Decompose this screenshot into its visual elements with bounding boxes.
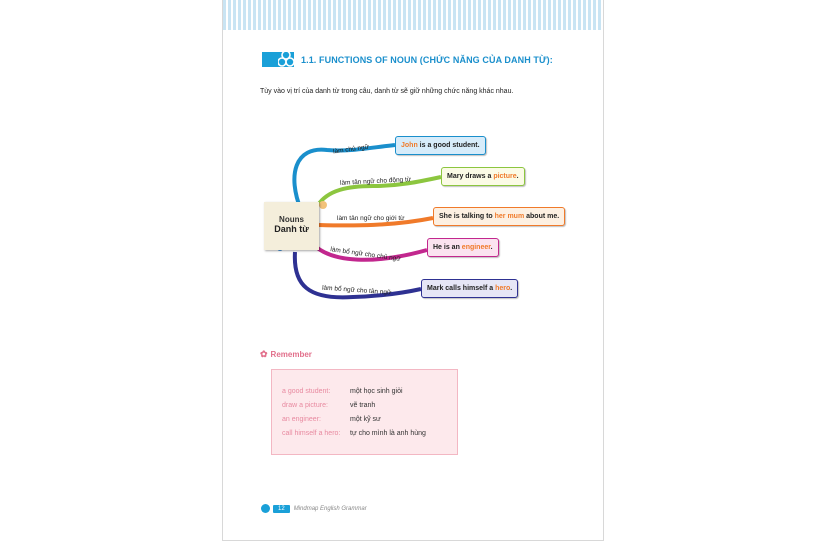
example-text: about me. xyxy=(524,213,560,220)
section-header-icon xyxy=(262,50,294,67)
branch-object-complement xyxy=(292,251,422,300)
remember-box: a good student: một học sinh giỏi draw a … xyxy=(271,369,458,455)
remember-row: an engineer: một kỹ sư xyxy=(282,416,381,423)
mindmap-center: Nouns Danh từ xyxy=(264,202,319,250)
remember-meaning: một học sinh giỏi xyxy=(350,388,403,395)
example-text: Mary draws a xyxy=(447,173,494,180)
remember-row: draw a picture: vẽ tranh xyxy=(282,402,375,409)
section-title: 1.1. FUNCTIONS OF NOUN (CHỨC NĂNG CỦA DA… xyxy=(301,55,553,65)
remember-meaning: tự cho mình là anh hùng xyxy=(350,430,426,437)
remember-term: an engineer: xyxy=(282,416,321,423)
remember-term: draw a picture: xyxy=(282,402,328,409)
example-highlight: engineer xyxy=(461,244,491,251)
example-bubble-subject: John is a good student. xyxy=(395,136,486,155)
flower-icon xyxy=(319,201,327,209)
branch-subject xyxy=(292,143,396,211)
flower-icon: ✿ xyxy=(260,349,268,359)
mindmap-branches xyxy=(265,143,442,300)
example-bubble-object-preposition: She is talking to her mum about me. xyxy=(433,207,566,226)
branch-object-preposition xyxy=(318,216,434,228)
example-text: . xyxy=(516,173,519,180)
intro-text: Tùy vào vị trí của danh từ trong câu, da… xyxy=(260,88,514,95)
branch-label-object-preposition: làm tân ngữ cho giới từ xyxy=(337,215,405,222)
remember-title: Remember xyxy=(270,350,312,359)
example-text: Mark calls himself a xyxy=(427,285,496,292)
example-highlight: hero xyxy=(495,285,511,292)
remember-meaning: một kỹ sư xyxy=(350,416,381,423)
example-text: He is an xyxy=(433,244,462,251)
top-stripe-banner xyxy=(223,0,603,30)
example-text: . xyxy=(490,244,493,251)
page-number: 12 xyxy=(273,505,290,514)
example-bubble-subject-complement: He is an engineer. xyxy=(427,238,499,257)
example-bubble-object-verb: Mary draws a picture. xyxy=(441,167,525,186)
book-page: 1.1. FUNCTIONS OF NOUN (CHỨC NĂNG CỦA DA… xyxy=(222,0,604,541)
remember-row: call himself a hero: tự cho mình là anh h… xyxy=(282,430,426,437)
example-highlight: picture xyxy=(493,173,517,180)
center-label-en: Nouns xyxy=(279,215,304,224)
branch-subject-complement xyxy=(313,244,428,262)
page-marker-icon xyxy=(261,504,270,513)
branch-object-verb xyxy=(316,175,442,207)
book-title: Mindmap English Grammar xyxy=(293,506,367,513)
remember-row: a good student: một học sinh giỏi xyxy=(282,388,403,395)
example-bubble-object-complement: Mark calls himself a hero. xyxy=(421,279,519,298)
example-highlight: John xyxy=(401,142,418,149)
center-label-vi: Danh từ xyxy=(274,224,309,234)
example-text: is a good student. xyxy=(417,142,480,149)
example-highlight: her mum xyxy=(494,213,525,220)
example-text: She is talking to xyxy=(439,213,495,220)
example-text: . xyxy=(510,285,513,292)
remember-term: a good student: xyxy=(282,388,331,395)
remember-term: call himself a hero: xyxy=(282,430,341,437)
remember-heading: ✿Remember xyxy=(260,349,312,360)
remember-meaning: vẽ tranh xyxy=(350,402,376,409)
